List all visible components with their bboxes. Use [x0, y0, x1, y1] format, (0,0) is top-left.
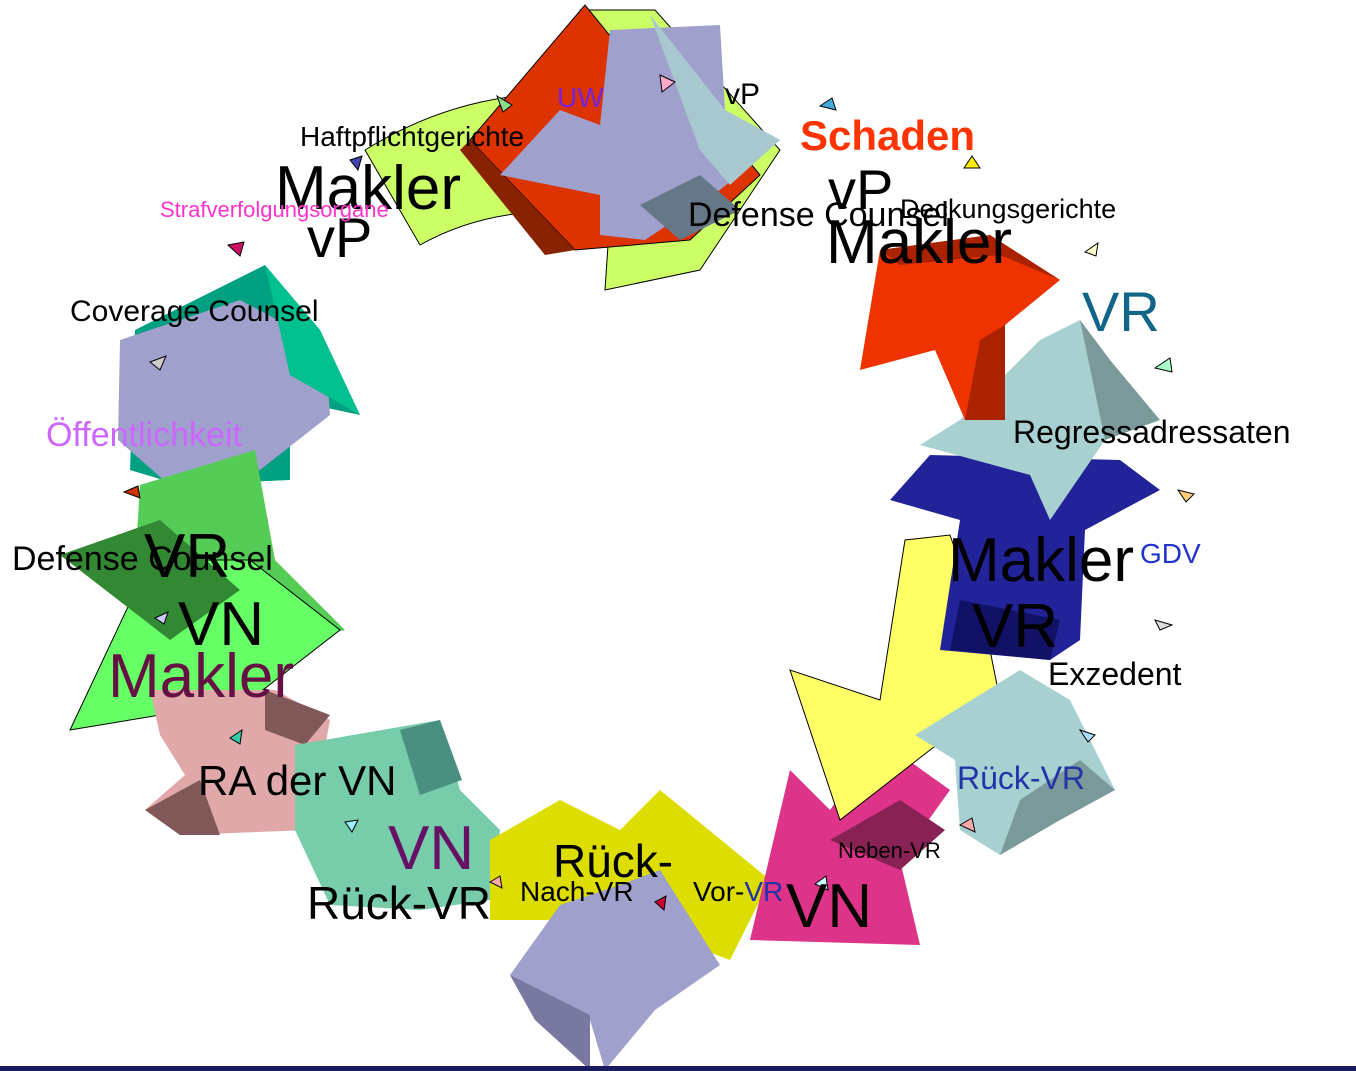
label-vr-right-lower: VR [972, 592, 1059, 661]
marker-arrowheads [122, 74, 1195, 911]
navy-arrow [890, 455, 1160, 660]
label-uw: UW [557, 82, 604, 113]
label-vp-left: vP [307, 206, 373, 269]
label-vp-top: vP [725, 78, 761, 111]
label-makler-left: Makler [108, 642, 295, 711]
label-vp-right: vP [828, 158, 894, 221]
label-vn-left: VN [178, 590, 265, 659]
label-exzedent: Exzedent [1048, 656, 1182, 692]
label-nach-vr: Nach-VR [520, 876, 634, 907]
label-schaden: Schaden [800, 112, 976, 159]
label-makler-top-left: Makler [275, 154, 462, 223]
label-vor-vr-prefix: Vor- [693, 876, 745, 907]
label-defense-counsel-left: Defense Counsel [12, 540, 273, 578]
label-rueck-vr-right: Rück-VR [957, 760, 1086, 796]
label-vn-bottom-left: VN [388, 814, 475, 883]
label-coverage-counsel: Coverage Counsel [70, 295, 319, 328]
label-defense-counsel-top: Defense Counsel [688, 196, 949, 234]
label-haftpflichtgerichte: Haftpflichtgerichte [300, 121, 525, 152]
label-makler-right: Makler [948, 526, 1135, 595]
bottom-rule [0, 1066, 1356, 1071]
label-oeffentlichkeit: Öffentlichkeit [46, 416, 242, 454]
label-gdv: GDV [1140, 538, 1201, 569]
label-ra-der-vn: RA der VN [198, 757, 397, 804]
pale-cyan-arrow [920, 320, 1130, 520]
label-neben-vr: Neben-VR [838, 838, 941, 863]
label-makler-top-right: Makler [826, 208, 1013, 277]
orange-red-arrow [860, 235, 1060, 420]
label-vn-bottom-right: VN [786, 872, 873, 941]
label-vr-left: VR [144, 522, 231, 591]
label-vor-vr-suffix: VR [744, 876, 784, 907]
label-strafverfolgungsorgane: Strafverfolgungsorgane [160, 197, 389, 222]
label-rueck-bottom: Rück- [553, 835, 674, 887]
label-regressadressaten: Regressadressaten [1013, 414, 1291, 450]
label-rueck-vr-bottom-left: Rück-VR [307, 877, 492, 929]
label-deckungsgerichte: Deckungsgerichte [900, 194, 1117, 224]
label-vr-right: VR [1082, 280, 1160, 343]
label-vor-vr: Vor-VR [693, 878, 783, 906]
